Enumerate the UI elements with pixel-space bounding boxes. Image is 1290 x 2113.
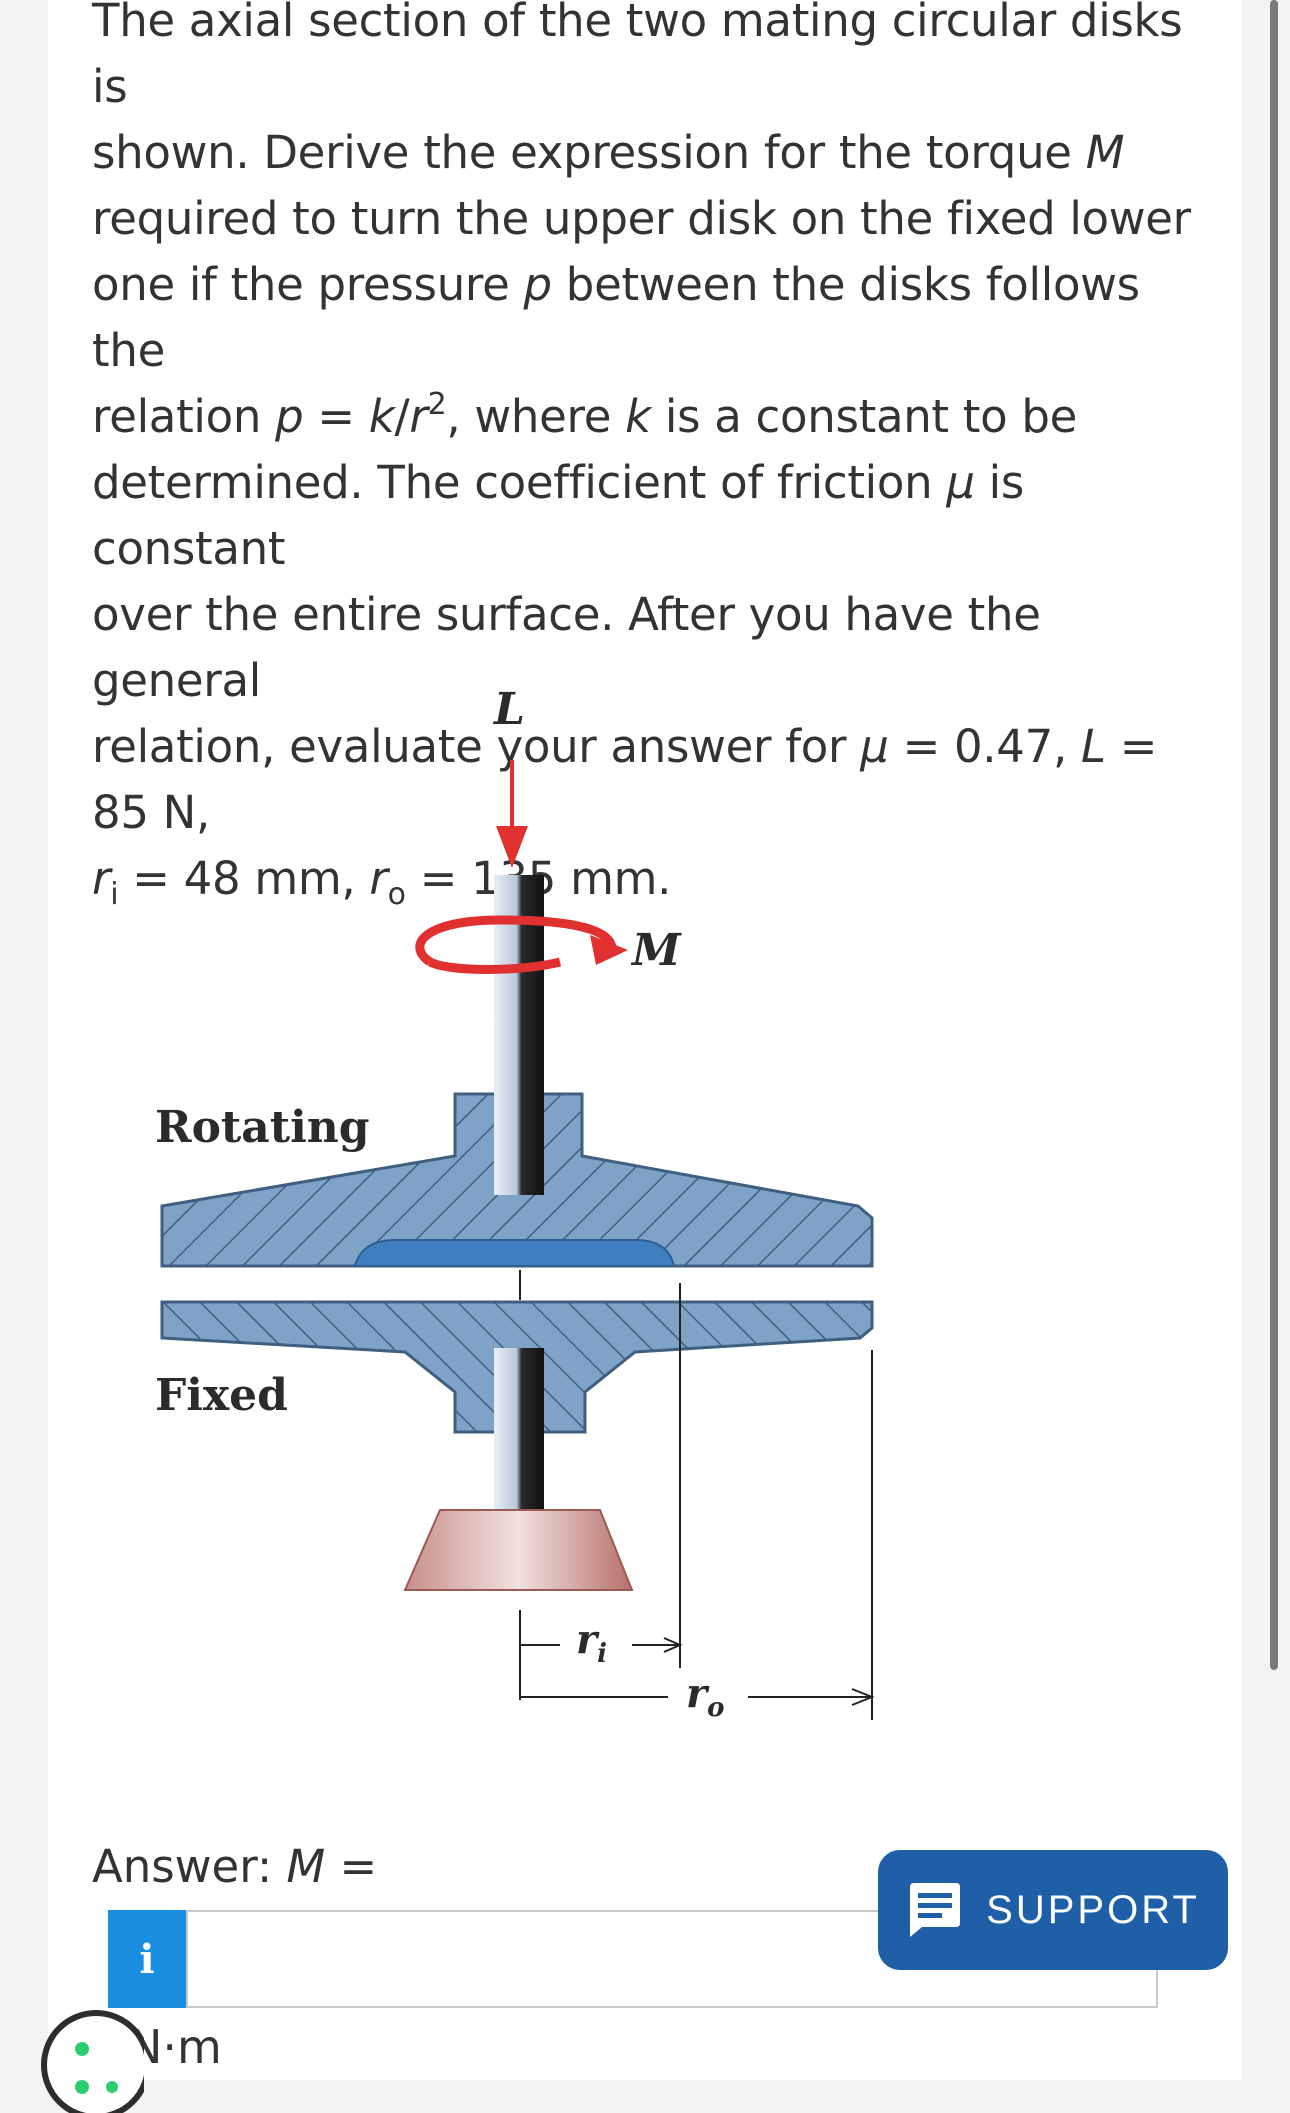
question-line: over the entire surface. After you have … — [92, 588, 1041, 707]
info-button[interactable]: i — [108, 1910, 186, 2008]
question-line: relation p = k/r2, where k is a constant… — [92, 387, 1078, 444]
info-icon: i — [139, 1935, 155, 1983]
question-line: ri = 48 mm, ro = 135 mm. — [92, 852, 672, 912]
question-line: shown. Derive the expression for the tor… — [92, 126, 1125, 179]
question-line: required to turn the upper disk on the f… — [92, 192, 1191, 245]
question-text: The axial section of the two mating circ… — [92, 0, 1212, 912]
chat-icon — [910, 1883, 961, 1937]
support-label: SUPPORT — [986, 1887, 1200, 1932]
support-button[interactable]: SUPPORT — [878, 1850, 1228, 1970]
question-card — [48, 0, 1242, 2080]
scrollbar[interactable] — [1270, 0, 1278, 1670]
answer-label: Answer: M = — [92, 1840, 378, 1893]
question-line: determined. The coefficient of friction … — [92, 456, 1025, 575]
question-line: one if the pressure p between the disks … — [92, 258, 1140, 377]
question-line: The axial section of the two mating circ… — [92, 0, 1183, 113]
cookie-icon[interactable] — [34, 2003, 144, 2113]
question-line: relation, evaluate your answer for μ = 0… — [92, 720, 1158, 839]
